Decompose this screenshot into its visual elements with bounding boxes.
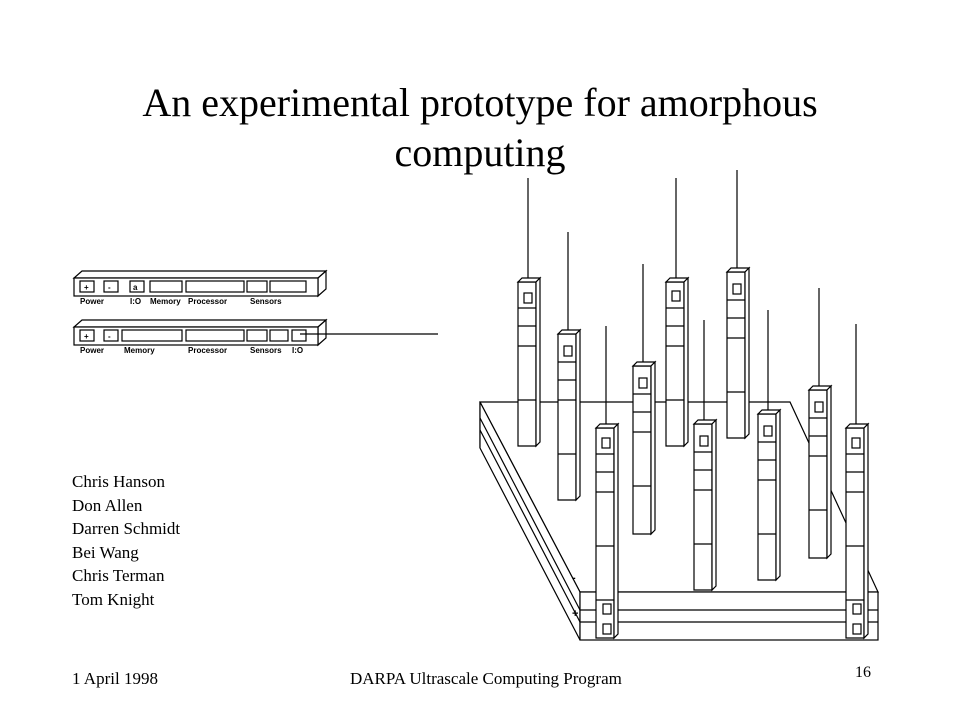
footer-program: DARPA Ultrascale Computing Program <box>350 669 622 688</box>
author-name: Tom Knight <box>72 589 155 609</box>
author-name: Chris Hanson <box>72 472 166 491</box>
stick-4 <box>556 232 582 502</box>
stick-2 <box>664 178 690 448</box>
page-number: 16 <box>855 664 871 681</box>
module-bottom-label-memory: Memory <box>124 346 155 355</box>
stick-8 <box>692 320 718 592</box>
stick-7 <box>594 326 620 640</box>
module-top-button-plus: + <box>84 283 89 292</box>
author-name: Chris Terman <box>72 566 165 586</box>
stick-1 <box>516 178 542 448</box>
module-bottom-label-sensors: Sensors <box>250 346 282 355</box>
module-top-label-io: I:O <box>130 297 141 306</box>
module-bottom-label-processor: Processor <box>188 346 227 355</box>
module-bottom-label-power: Power <box>80 346 104 355</box>
module-bottom <box>72 318 438 347</box>
author-name: Darren Schmidt <box>72 519 181 539</box>
module-top-label-power: Power <box>80 297 104 306</box>
module-top <box>72 269 328 298</box>
footer-date: 1 April 1998 <box>72 669 158 688</box>
module-top-label-sensors: Sensors <box>250 297 282 306</box>
module-top-button-minus: - <box>108 283 111 292</box>
stick-9 <box>756 310 782 582</box>
author-name: Don Allen <box>72 495 143 515</box>
author-list: Chris Hanson Don Allen Darren Schmidt Be… <box>72 470 180 612</box>
board-rail-plus: + <box>572 608 578 620</box>
slide-title: An experimental prototype for amorphous … <box>142 80 818 175</box>
module-top-button-a: a <box>133 283 138 292</box>
stick-3 <box>725 170 751 440</box>
module-bottom-label-io: I:O <box>292 346 303 355</box>
module-bottom-button-plus: + <box>84 332 89 341</box>
module-bottom-button-minus: - <box>108 332 111 341</box>
module-top-label-memory: Memory <box>150 297 181 306</box>
author-name: Bei Wang <box>72 542 139 562</box>
board-rail-minus: - <box>572 572 576 584</box>
stick-6 <box>807 288 833 560</box>
stick-10 <box>844 324 870 640</box>
stick-5 <box>631 264 657 536</box>
module-top-label-processor: Processor <box>188 297 227 306</box>
